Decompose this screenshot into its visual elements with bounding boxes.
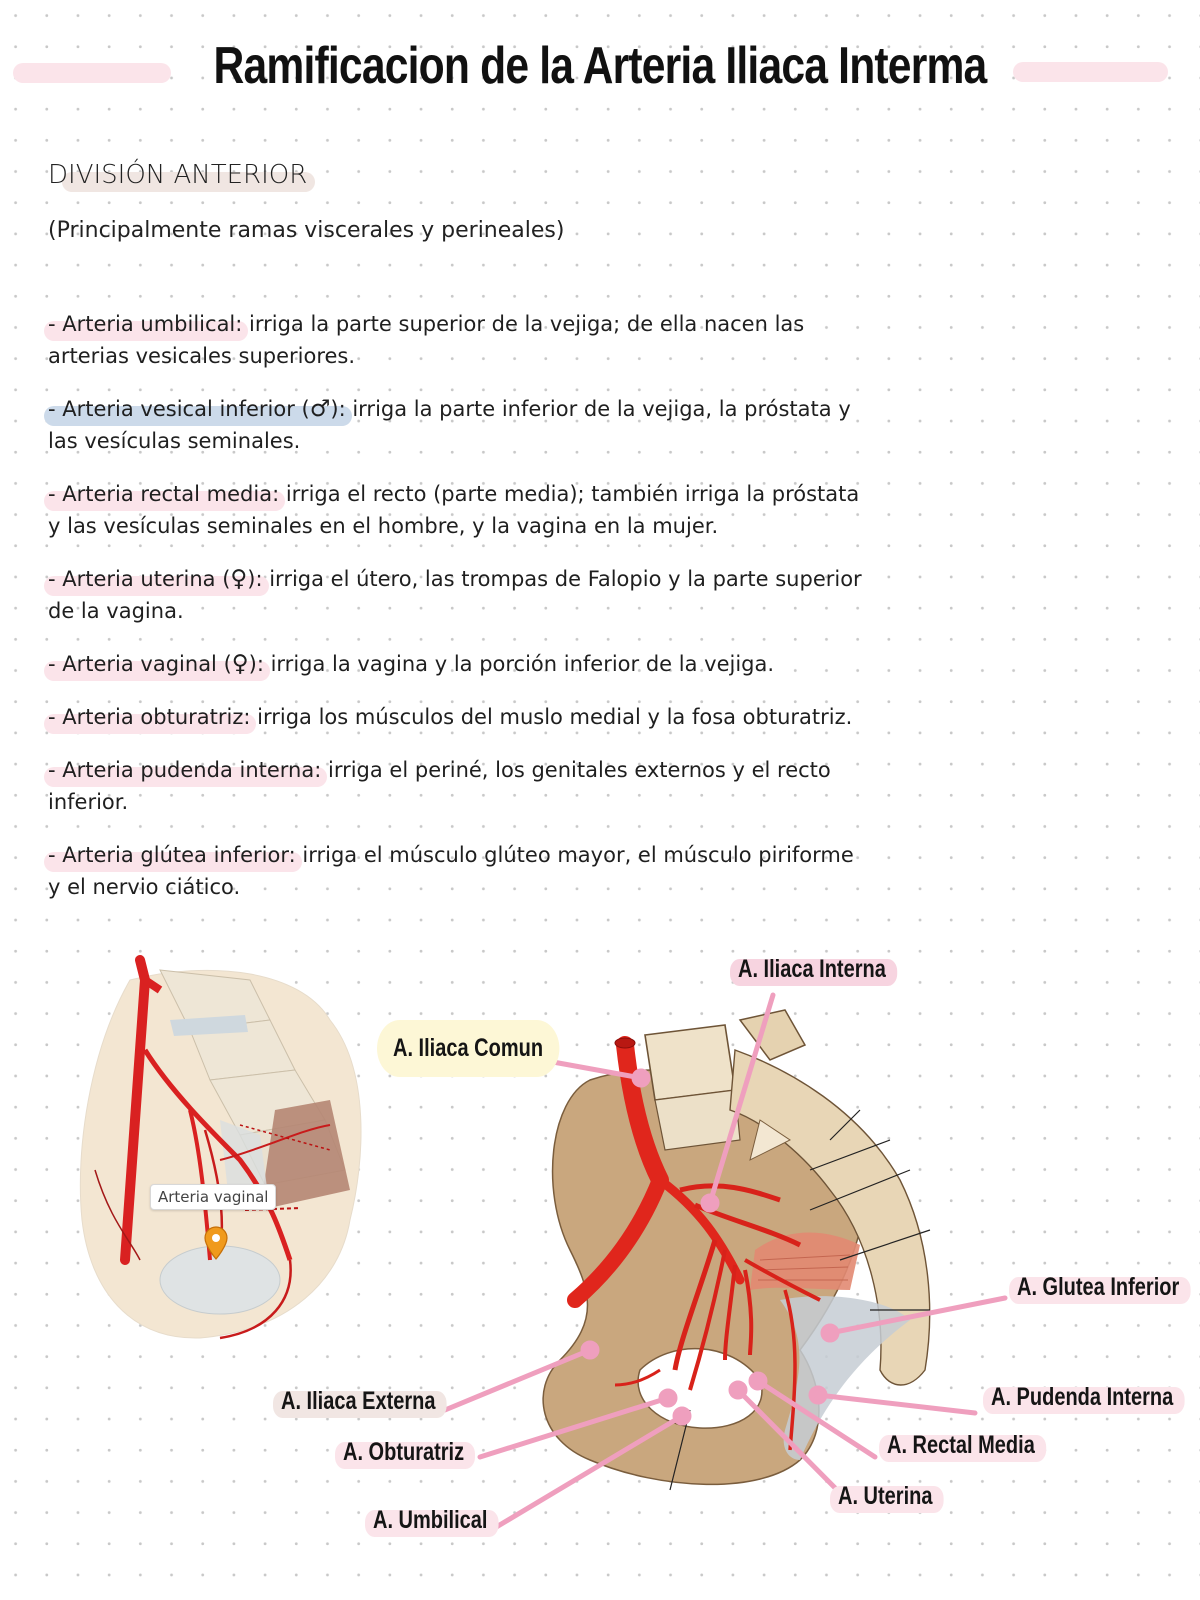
term-end: ): [330,397,346,421]
label-iliaca-comun: A. Iliaca Comun [377,1020,560,1077]
pelvis-arteries-drawing [542,1009,931,1491]
pelvis-sagittal-illustration: Arteria vaginal [70,955,370,1340]
term: - Arteria rectal media: [48,482,280,506]
female-symbol-icon: ♀ [230,566,248,592]
description: irriga el periné, los genitales externos… [48,758,831,814]
description: irriga el músculo glúteo mayor, el múscu… [48,843,854,899]
description: irriga el recto (parte media); también i… [48,482,860,538]
list-item-glutea-inferior: - Arteria glútea inferior: irriga el mús… [48,839,868,903]
label-iliaca-externa: A. Iliaca Externa [273,1387,447,1418]
description: irriga los músculos del muslo medial y l… [250,705,853,729]
page-title: Ramificacion de la Arteria Iliaca Interm… [213,37,988,95]
list-item-vaginal: - Arteria vaginal (♀): irriga la vagina … [48,648,868,680]
list-item-uterina: - Arteria uterina (♀): irriga el útero, … [48,563,868,627]
label-text: A. Pudenda Interna [991,1383,1174,1411]
description: irriga la parte superior de la vejiga; d… [48,312,805,368]
label-text: A. Uterina [838,1482,933,1510]
female-symbol-icon: ♀ [231,651,249,677]
section-heading: DIVISIÓN ANTERIOR [48,160,316,192]
label-glutea-inferior: A. Glutea Inferior [1009,1273,1191,1304]
description: irriga el útero, las trompas de Falopio … [48,567,862,623]
list-item-pudenda-interna: - Arteria pudenda interna: irriga el per… [48,754,868,818]
map-pin-icon[interactable] [203,1226,229,1260]
section-heading-text: DIVISIÓN ANTERIOR [48,160,308,190]
description: irriga la parte inferior de la vejiga, l… [48,397,851,453]
label-text: A. Glutea Inferior [1017,1273,1180,1301]
pelvis-arteries-illustration [530,990,970,1530]
list-item-umbilical: - Arteria umbilical: irriga la parte sup… [48,308,868,372]
tooltip-arteria-vaginal: Arteria vaginal [150,1184,277,1210]
list-item-rectal-media: - Arteria rectal media: irriga el recto … [48,478,868,542]
title-decoration-right [1013,62,1168,82]
artery-list: - Arteria umbilical: irriga la parte sup… [48,308,868,924]
term: - Arteria obturatriz: [48,705,251,729]
label-text: A. Obturatriz [343,1438,465,1466]
term: - Arteria vaginal (♀): [48,651,264,677]
term: - Arteria vesical inferior (♂): [48,396,346,422]
term: - Arteria umbilical: [48,312,243,336]
term-end: ): [248,652,264,676]
label-uterina: A. Uterina [830,1482,944,1513]
male-symbol-icon: ♂ [309,396,331,422]
label-pudenda-interna: A. Pudenda Interna [983,1383,1185,1414]
term-text: - Arteria vaginal ( [48,652,232,676]
label-iliaca-interna: A. Iliaca Interna [730,955,898,986]
label-umbilical: A. Umbilical [365,1506,499,1537]
label-text: A. Iliaca Externa [281,1387,436,1415]
term: - Arteria pudenda interna: [48,758,322,782]
term: - Arteria uterina (♀): [48,566,263,592]
label-text: A. Umbilical [373,1506,488,1534]
pelvis-sagittal-drawing [79,955,362,1340]
term-text: - Arteria uterina ( [48,567,231,591]
label-obturatriz: A. Obturatriz [335,1438,476,1469]
label-text: A. Iliaca Comun [393,1034,544,1062]
label-text: A. Iliaca Interna [738,955,886,983]
label-text: A. Rectal Media [887,1431,1035,1459]
label-rectal-media: A. Rectal Media [879,1431,1047,1462]
list-item-vesical-inferior: - Arteria vesical inferior (♂): irriga l… [48,393,868,457]
term: - Arteria glútea inferior: [48,843,296,867]
term-end: ): [247,567,263,591]
term-text: - Arteria vesical inferior ( [48,397,310,421]
description: irriga la vagina y la porción inferior d… [263,652,775,676]
list-item-obturatriz: - Arteria obturatriz: irriga los músculo… [48,701,868,733]
title-decoration-left [13,63,171,83]
section-subtitle: (Principalmente ramas viscerales y perin… [48,218,565,243]
